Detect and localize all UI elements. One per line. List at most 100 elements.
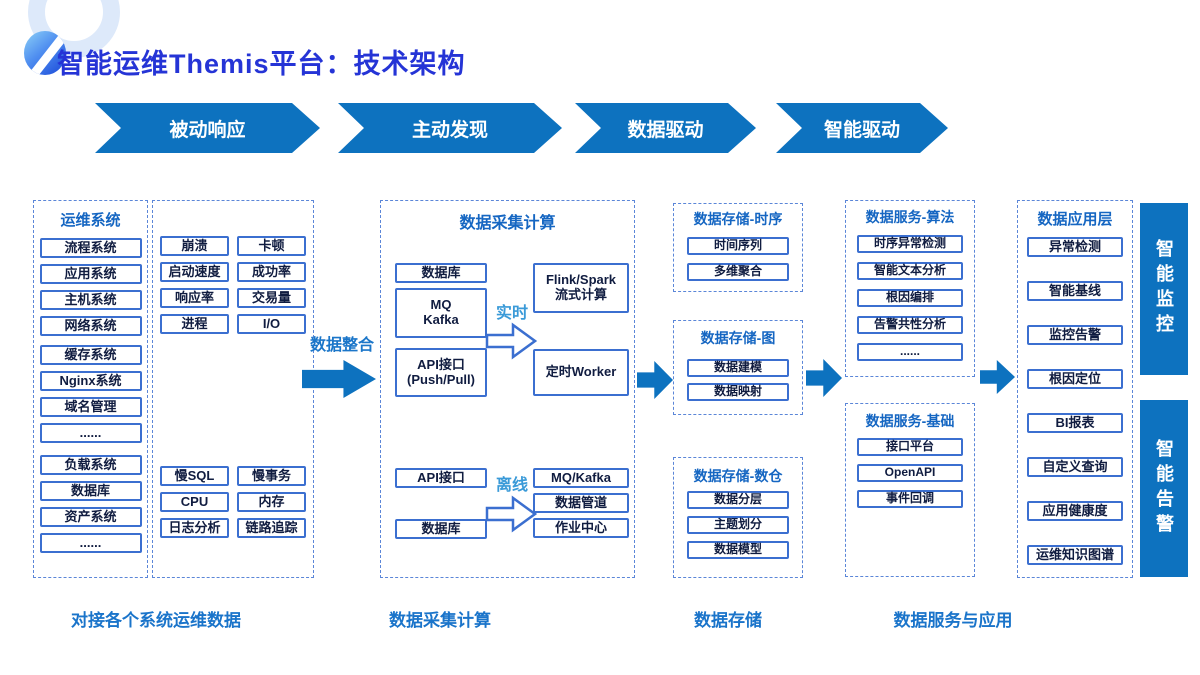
storage-warehouse-title: 数据存储-数仓	[693, 468, 783, 484]
app-item: 应用健康度	[1027, 501, 1123, 521]
banner-label: 主动发现	[411, 119, 488, 141]
service-item: 接口平台	[857, 438, 963, 456]
service-item: 根因编排	[857, 289, 963, 307]
banner-active-discovery: 主动发现	[338, 103, 562, 153]
ops-item: Nginx系统	[39, 371, 142, 391]
collect-title: 数据采集计算	[459, 215, 556, 232]
bar-intelligent-alerting: 智能告警	[1140, 400, 1188, 577]
panel-storage-warehouse: 数据存储-数仓 数据分层 主题划分 数据模型	[673, 457, 803, 578]
offline-label: 离线	[495, 477, 528, 494]
panel-collect-compute: 数据采集计算 数据库 MQ Kafka API接口 (Push/Pull) 实时…	[380, 200, 635, 578]
app-item: 监控告警	[1027, 325, 1123, 345]
storage-item: 数据映射	[687, 383, 789, 401]
ops-systems-title: 运维系统	[60, 212, 121, 229]
data-integration-label: 数据整合	[309, 337, 374, 354]
metric-item: 启动速度	[160, 262, 229, 282]
ops-item: ......	[39, 533, 142, 553]
metric-item: I/O	[237, 314, 306, 334]
metric-item: 卡顿	[237, 236, 306, 256]
metric-item: 慢SQL	[160, 466, 229, 486]
caption-storage: 数据存储	[694, 611, 762, 630]
banner-ai-driven: 智能驱动	[776, 103, 948, 153]
off-target: 作业中心	[533, 518, 629, 538]
bar-intelligent-monitoring: 智能监控	[1140, 203, 1188, 375]
metrics-top-grid: 崩溃 卡顿 启动速度 成功率 响应率 交易量 进程 I/O	[160, 236, 306, 334]
storage-item: 数据模型	[687, 541, 789, 559]
rt-source: 数据库	[395, 263, 487, 283]
hollow-arrow-right-icon	[485, 322, 537, 360]
service-basic-title: 数据服务-基础	[865, 413, 955, 429]
banner-data-driven: 数据驱动	[575, 103, 756, 153]
metric-item: 慢事务	[237, 466, 306, 486]
off-source: 数据库	[395, 519, 487, 539]
storage-item: 数据分层	[687, 491, 789, 509]
metric-item: CPU	[160, 492, 229, 512]
off-target: MQ/Kafka	[533, 468, 629, 488]
rt-target: 定时Worker	[533, 349, 629, 396]
service-item: 事件回调	[857, 490, 963, 508]
metric-item: 成功率	[237, 262, 306, 282]
metric-item: 链路追踪	[237, 518, 306, 538]
service-item: 告警共性分析	[857, 316, 963, 334]
hollow-arrow-right-icon	[485, 495, 537, 533]
rt-target: Flink/Spark 流式计算	[533, 263, 629, 313]
storage-timeseries-title: 数据存储-时序	[693, 211, 783, 227]
service-item: 时序异常检测	[857, 235, 963, 253]
rt-source: MQ Kafka	[395, 288, 487, 338]
panel-metrics: 崩溃 卡顿 启动速度 成功率 响应率 交易量 进程 I/O 慢SQL 慢事务 C…	[152, 200, 314, 578]
ops-item: 主机系统	[39, 290, 142, 310]
app-item: BI报表	[1027, 413, 1123, 433]
arrow-right-icon	[806, 359, 842, 397]
storage-item: 主题划分	[687, 516, 789, 534]
metric-item: 日志分析	[160, 518, 229, 538]
ops-item: 网络系统	[39, 316, 142, 336]
service-algorithm-title: 数据服务-算法	[865, 209, 955, 225]
metric-item: 响应率	[160, 288, 229, 308]
app-item: 运维知识图谱	[1027, 545, 1123, 565]
banner-label: 智能驱动	[823, 119, 900, 141]
service-item: OpenAPI	[857, 464, 963, 482]
app-layer-title: 数据应用层	[1037, 211, 1113, 228]
metric-item: 交易量	[237, 288, 306, 308]
storage-graph-title: 数据存储-图	[700, 330, 776, 346]
panel-service-algorithm: 数据服务-算法 时序异常检测 智能文本分析 根因编排 告警共性分析 ......	[845, 200, 975, 377]
metrics-bottom-grid: 慢SQL 慢事务 CPU 内存 日志分析 链路追踪	[160, 466, 306, 538]
arrow-right-icon	[637, 361, 673, 399]
arrow-right-icon	[980, 360, 1015, 394]
service-item: 智能文本分析	[857, 262, 963, 280]
ops-item: 资产系统	[39, 507, 142, 527]
panel-ops-systems: 运维系统 流程系统 应用系统 主机系统 网络系统 缓存系统 Nginx系统 域名…	[33, 200, 148, 578]
metric-item: 崩溃	[160, 236, 229, 256]
panel-storage-timeseries: 数据存储-时序 时间序列 多维聚合	[673, 203, 803, 292]
ops-item: 域名管理	[39, 397, 142, 417]
caption-service-app: 数据服务与应用	[893, 611, 1013, 630]
panel-storage-graph: 数据存储-图 数据建模 数据映射	[673, 320, 803, 415]
app-item: 根因定位	[1027, 369, 1123, 389]
realtime-label: 实时	[495, 305, 528, 322]
banner-label: 被动响应	[169, 119, 246, 141]
app-item: 异常检测	[1027, 237, 1123, 257]
ops-item: 数据库	[39, 481, 142, 501]
platform-logo-icon	[24, 31, 66, 75]
caption-collect: 数据采集计算	[389, 611, 491, 630]
metric-item: 进程	[160, 314, 229, 334]
ops-item: ......	[39, 423, 142, 443]
storage-item: 时间序列	[687, 237, 789, 255]
ops-item: 负载系统	[39, 455, 142, 475]
caption-ops-data: 对接各个系统运维数据	[71, 611, 241, 630]
metric-item: 内存	[237, 492, 306, 512]
rt-source: API接口 (Push/Pull)	[395, 348, 487, 397]
storage-item: 数据建模	[687, 359, 789, 377]
off-source: API接口	[395, 468, 487, 488]
off-target: 数据管道	[533, 493, 629, 513]
app-item: 自定义查询	[1027, 457, 1123, 477]
ops-item: 流程系统	[39, 238, 142, 258]
banner-passive-response: 被动响应	[95, 103, 320, 153]
banner-label: 数据驱动	[627, 119, 704, 141]
app-item: 智能基线	[1027, 281, 1123, 301]
storage-item: 多维聚合	[687, 263, 789, 281]
page-title: 智能运维Themis平台：技术架构	[57, 49, 466, 79]
ops-item: 应用系统	[39, 264, 142, 284]
service-item: ......	[857, 343, 963, 361]
panel-service-basic: 数据服务-基础 接口平台 OpenAPI 事件回调	[845, 403, 975, 577]
